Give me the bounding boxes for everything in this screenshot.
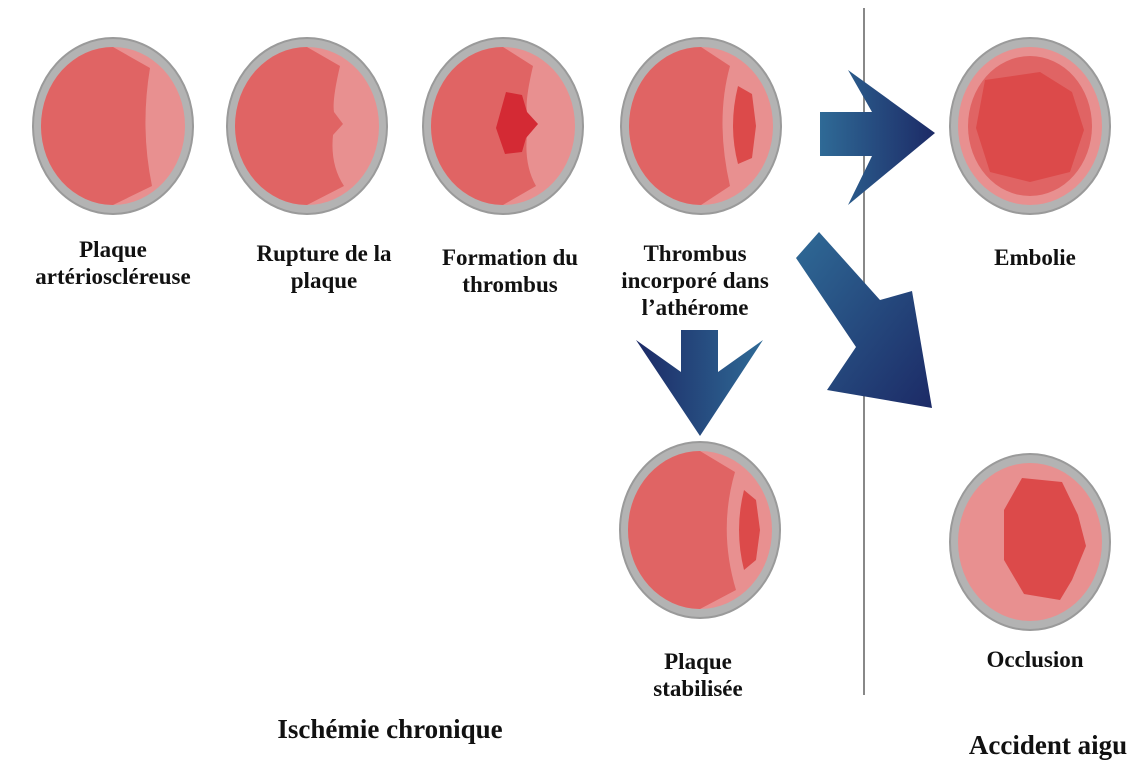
label-occlusion: Occlusion <box>986 646 1083 673</box>
section-title-acute: Accident aigu <box>969 730 1127 760</box>
vessel-formation <box>423 38 583 214</box>
vessel-stabilisee <box>620 442 780 618</box>
vessel-rupture <box>227 38 387 214</box>
arrow-right-icon <box>820 70 935 205</box>
arrow-down-icon <box>636 330 763 436</box>
vessel-plaque <box>33 38 193 214</box>
vessel-incorporated <box>621 38 781 214</box>
vessel-embolie <box>950 38 1110 214</box>
section-title-chronic: Ischémie chronique <box>277 714 502 744</box>
vessel-occlusion <box>950 454 1110 630</box>
label-embolie: Embolie <box>994 244 1076 271</box>
